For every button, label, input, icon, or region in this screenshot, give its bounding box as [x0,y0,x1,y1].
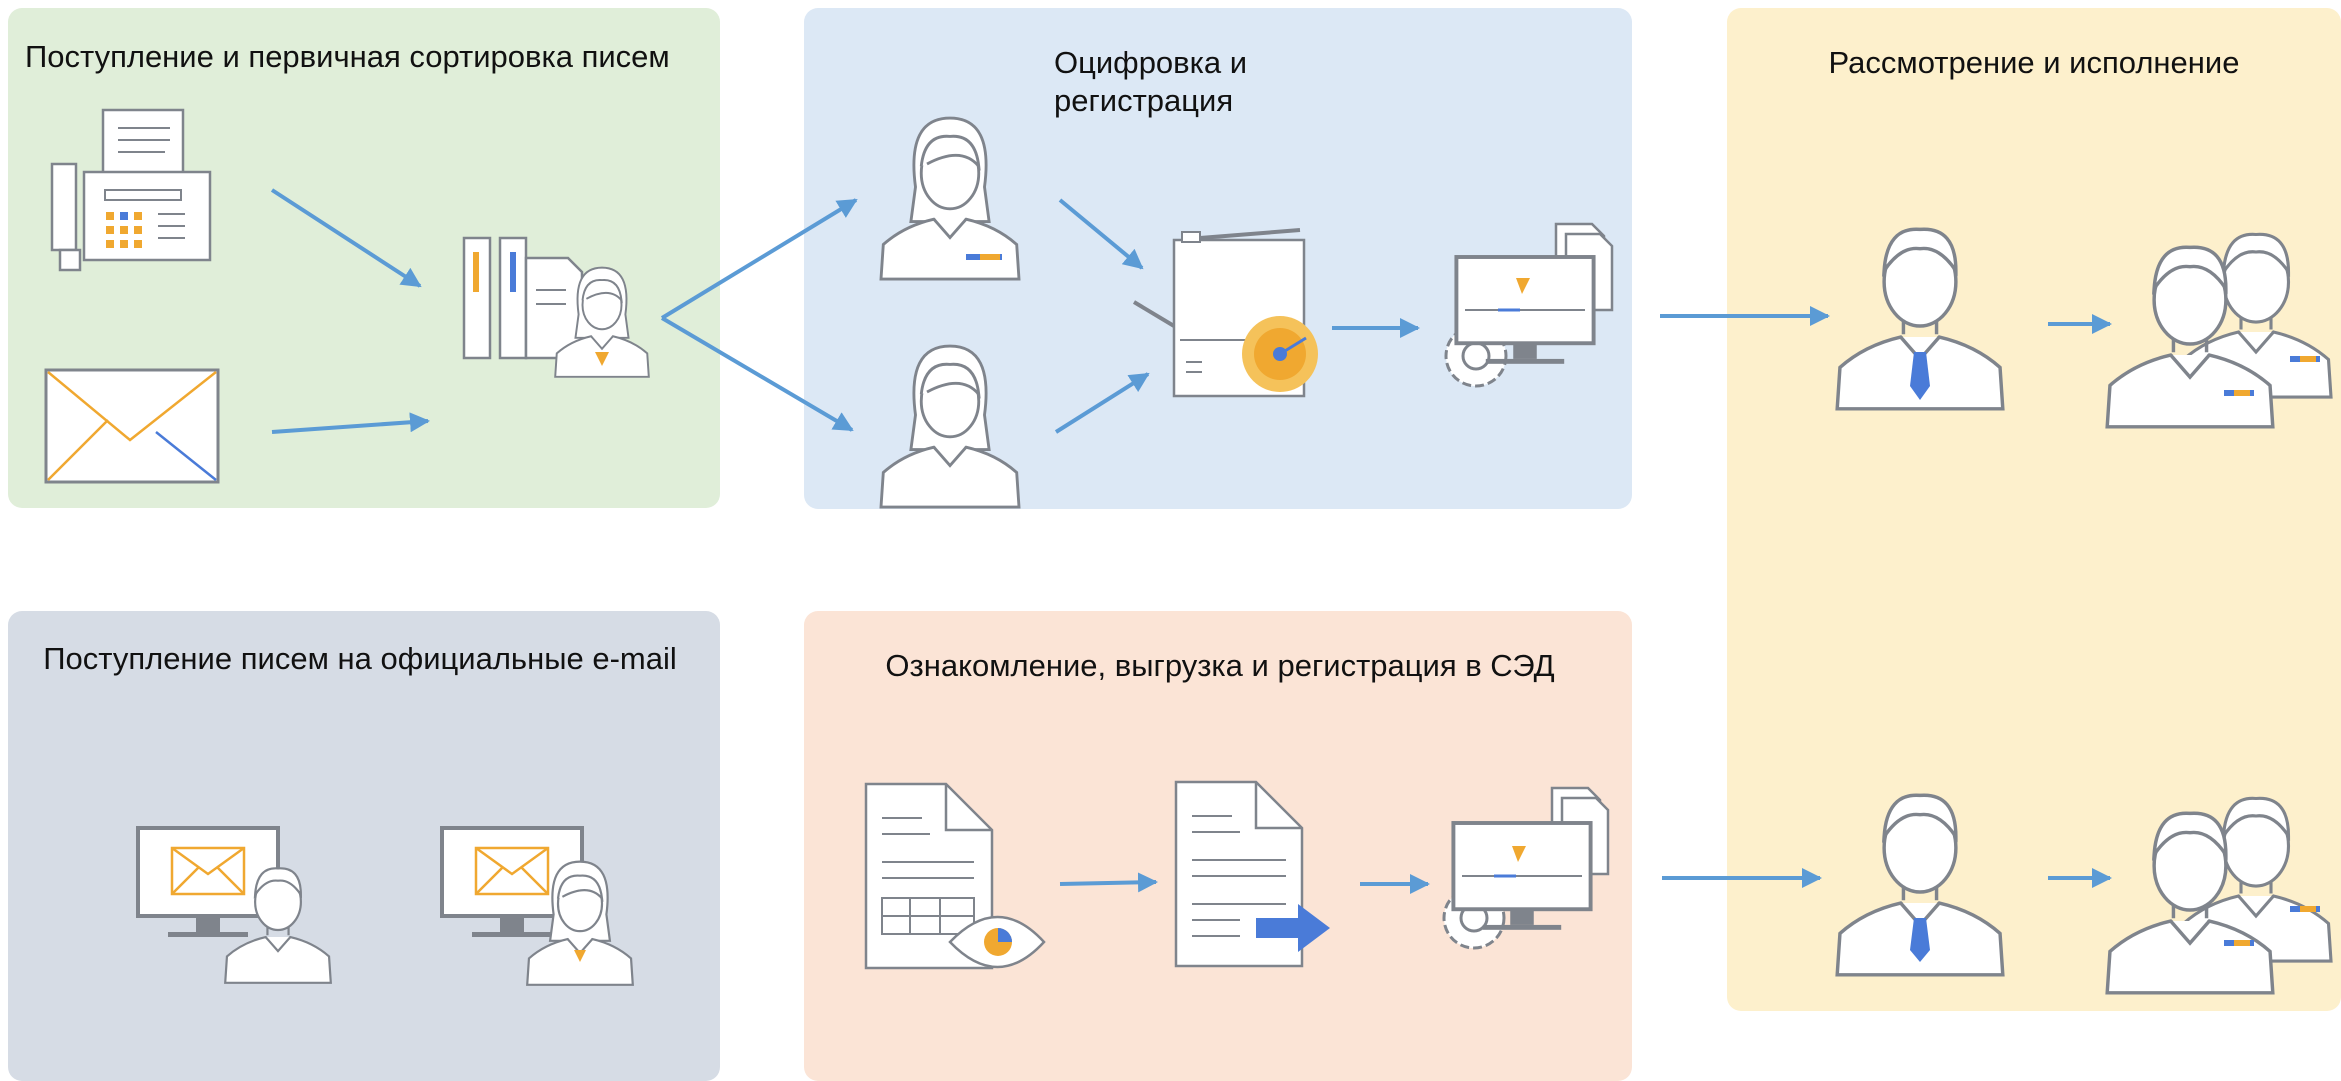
fax-icon [50,108,212,272]
document-view-icon [864,782,1046,970]
team-icon [2105,796,2333,995]
computer-system-icon [1442,786,1610,950]
envelope-icon [44,368,220,484]
document-export-icon [1174,780,1330,968]
female-operator-icon [879,344,1021,509]
scanner-icon [1132,228,1318,398]
manager-icon [1835,793,2005,977]
manager-icon [1835,227,2005,411]
panel-email-intake [8,611,720,1081]
female-operator-icon [879,116,1021,281]
panel-title-upload: Ознакомление, выгрузка и регистрация в С… [885,648,1555,683]
computer-system-icon [1444,222,1614,388]
panel-title-mail-intake: Поступление и первичная сортировка писем [25,39,670,74]
email-computer-icon [440,826,634,986]
sorting-clerk-icon [462,236,650,378]
panel-title-email-intake: Поступление писем на официальные e-mail [43,641,677,676]
email-computer-icon [136,826,332,984]
panel-title-review: Рассмотрение и исполнение [1828,45,2240,80]
team-icon [2105,232,2333,429]
panel-title-digitization: Оцифровка и регистрация [1054,45,1248,118]
